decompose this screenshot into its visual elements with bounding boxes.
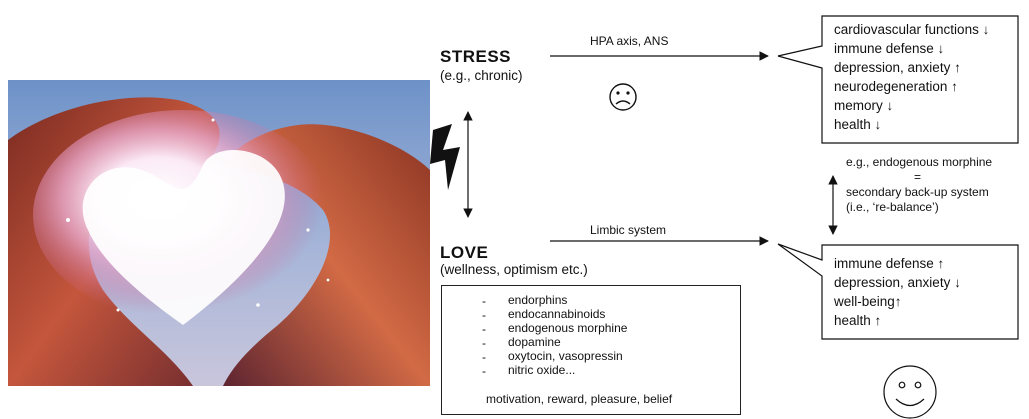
love-subtitle: (wellness, optimism etc.) [440, 262, 588, 277]
stress-subtitle: (e.g., chronic) [440, 68, 523, 83]
list-dash: - [482, 350, 486, 364]
backup-line4: (i.e., ‘re-balance’) [846, 200, 939, 214]
stress-effect: cardiovascular functions ↓ [834, 20, 989, 39]
mediator-item: endorphins [508, 294, 567, 308]
stress-effect: depression, anxiety ↑ [834, 58, 989, 77]
love-effect: well-being↑ [834, 292, 961, 311]
backup-line2: = [914, 170, 921, 184]
limbic-system-label: Limbic system [590, 223, 666, 237]
list-dash: - [482, 294, 486, 308]
list-dash: - [482, 322, 486, 336]
stress-effect: memory ↓ [834, 96, 989, 115]
backup-line3: secondary back-up system [846, 185, 989, 199]
list-dash: - [482, 308, 486, 322]
love-title: LOVE [440, 243, 488, 263]
mediator-item: oxytocin, vasopressin [508, 350, 623, 364]
stress-title: STRESS [440, 47, 511, 67]
love-effect: health ↑ [834, 311, 961, 330]
happy-face-icon [884, 366, 936, 418]
mediator-outcome: motivation, reward, pleasure, belief [486, 393, 672, 407]
list-dash: - [482, 336, 486, 350]
backup-line1: e.g., endogenous morphine [846, 155, 992, 169]
mediator-item: dopamine [508, 336, 561, 350]
love-effect: immune defense ↑ [834, 254, 961, 273]
lightning-icon [430, 124, 460, 190]
mediator-item: nitric oxide... [508, 364, 575, 378]
mediators-box: - endorphins - endocannabinoids - endoge… [441, 285, 741, 415]
mediator-item: endogenous morphine [508, 322, 627, 336]
sad-face-icon [610, 84, 636, 110]
stress-effects-list: cardiovascular functions ↓ immune defens… [834, 20, 989, 134]
stress-effect: neurodegeneration ↑ [834, 77, 989, 96]
stress-effect: health ↓ [834, 115, 989, 134]
list-dash: - [482, 364, 486, 378]
hpa-axis-label: HPA axis, ANS [590, 34, 668, 48]
stress-effect: immune defense ↓ [834, 39, 989, 58]
love-effects-list: immune defense ↑ depression, anxiety ↓ w… [834, 254, 961, 330]
love-effect: depression, anxiety ↓ [834, 273, 961, 292]
mediator-item: endocannabinoids [508, 308, 605, 322]
